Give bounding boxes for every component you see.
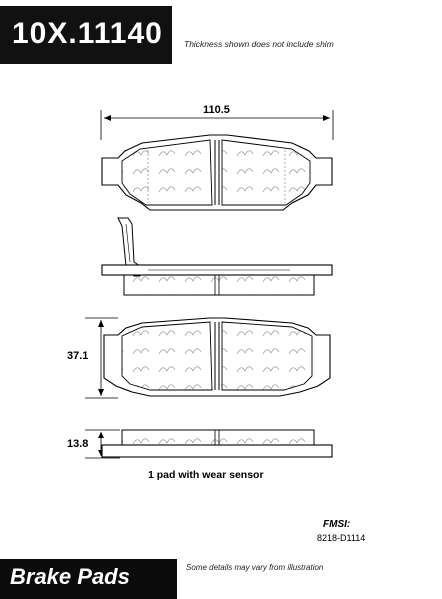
shim-note: Thickness shown does not include shim <box>184 39 334 49</box>
pad-side-view <box>101 429 333 458</box>
width-value: 110.5 <box>203 104 230 116</box>
fmsi-code: 8218-D1114 <box>317 533 366 543</box>
part-number: 10X.11140 <box>12 17 163 50</box>
wear-sensor-note: 1 pad with wear sensor <box>148 469 264 481</box>
category-label: Brake Pads <box>10 564 130 589</box>
pad-front-view <box>101 134 333 211</box>
disclaimer-note: Some details may vary from illustration <box>186 563 324 572</box>
thickness-dimension <box>85 429 120 459</box>
part-number-banner: 10X.11140 <box>0 6 172 64</box>
height-value: 37.1 <box>67 350 89 362</box>
width-dimension <box>100 110 334 140</box>
category-banner: Brake Pads <box>0 559 177 599</box>
fmsi-label: FMSI: <box>323 519 351 530</box>
thickness-value: 13.8 <box>67 438 89 450</box>
pad-side-view-with-sensor <box>101 217 333 296</box>
pad-back-view <box>103 317 331 397</box>
height-dimension <box>85 317 118 399</box>
